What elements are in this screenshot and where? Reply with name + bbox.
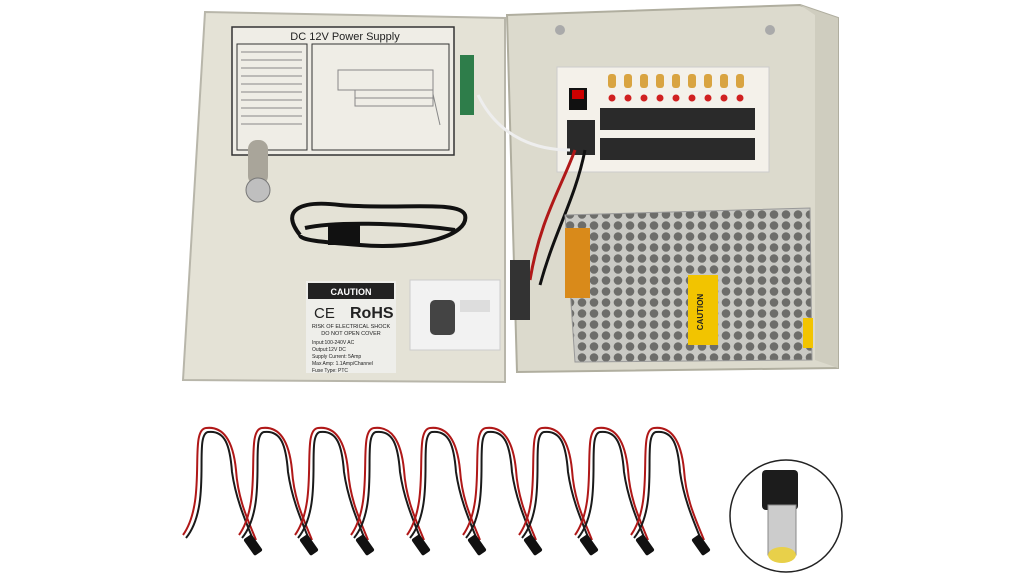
caution-text: CAUTION	[331, 287, 372, 297]
label-title: DC 12V Power Supply	[290, 31, 400, 43]
fuse	[608, 74, 616, 88]
spec-text: Input:100-240V AC	[312, 340, 355, 346]
spec-text: Fuse Type: PTC	[312, 368, 348, 374]
rohs-mark: RoHS	[350, 305, 394, 322]
power-cord	[290, 201, 468, 248]
warning-label: CAUTION CE RoHS RISK OF ELECTRICAL SHOCK…	[306, 281, 396, 374]
led-indicator	[640, 94, 648, 102]
pigtail-cable	[294, 426, 375, 556]
psu-caution-label: CAUTION	[696, 294, 705, 331]
pigtail-cable	[574, 426, 655, 556]
pigtail-cable	[406, 426, 487, 556]
fuse	[624, 74, 632, 88]
led-indicator	[672, 94, 680, 102]
spec-text: Max Amp: 1.1Amp/Channel	[312, 361, 373, 367]
risk-text: RISK OF ELECTRICAL SHOCK	[312, 324, 391, 330]
fuse	[720, 74, 728, 88]
terminal-block-bottom	[600, 138, 755, 160]
keys-bag	[409, 279, 501, 351]
pigtail-cable	[182, 426, 263, 556]
pigtail-cable	[630, 426, 711, 556]
fuse	[656, 74, 664, 88]
led-indicator	[608, 94, 616, 102]
pigtail-cable	[518, 426, 599, 556]
pigtail-cables	[182, 426, 711, 556]
distribution-board	[556, 66, 770, 173]
cable-grommet	[510, 260, 530, 320]
led-board	[460, 55, 474, 115]
fuse	[704, 74, 712, 88]
led-indicator	[704, 94, 712, 102]
ce-mark: CE	[314, 305, 335, 322]
led-indicator	[624, 94, 632, 102]
led-indicator	[656, 94, 664, 102]
pigtail-cable	[462, 426, 543, 556]
led-indicator	[720, 94, 728, 102]
terminal-block-top	[600, 108, 755, 130]
enclosure-box: CAUTION	[476, 3, 839, 374]
enclosure-door: DC 12V Power Supply	[181, 10, 506, 384]
door-lock[interactable]	[245, 140, 271, 203]
led-indicator	[736, 94, 744, 102]
led-indicator	[688, 94, 696, 102]
spec-text: Output:12V DC	[312, 347, 346, 353]
dc-plug-closeup	[729, 459, 843, 573]
spec-text: Supply Current: 5Amp	[312, 354, 361, 360]
pigtail-cable	[238, 426, 319, 556]
fuse	[688, 74, 696, 88]
pigtail-cable	[350, 426, 431, 556]
wiring-diagram-label: DC 12V Power Supply	[231, 26, 455, 156]
fuse	[672, 74, 680, 88]
fuse	[736, 74, 744, 88]
risk-text: DO NOT OPEN COVER	[321, 331, 381, 337]
wires	[476, 94, 587, 286]
switching-power-supply: CAUTION	[564, 207, 813, 363]
fuse	[640, 74, 648, 88]
